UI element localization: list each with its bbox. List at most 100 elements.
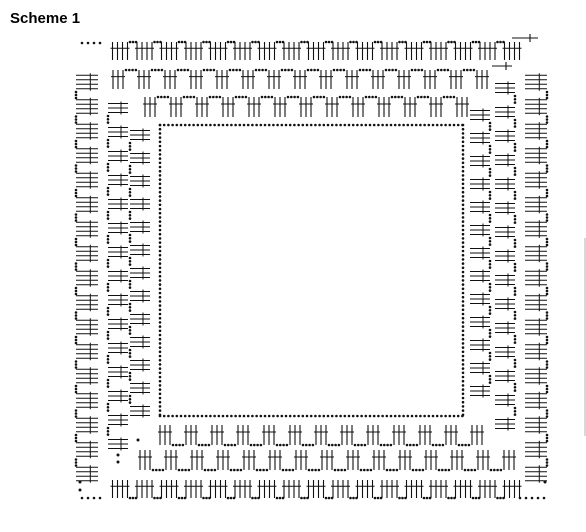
round2-chain-dot [358,68,362,72]
round4-chain-dot [431,414,435,418]
round4-chain-dot [158,220,162,223]
round2-chain-dot [513,173,517,176]
round4-chain-dot [461,371,465,375]
round1-chain-dot [180,40,184,44]
round1-chain-dot [545,121,549,124]
round4-chain-dot [263,414,267,418]
round4-chain-dot [158,283,162,286]
round1-chain-dot [131,496,135,500]
round3-chain-dot [488,190,492,194]
round2-chain-dot [513,262,517,266]
round3-chain-dot [488,148,492,151]
round4-chain-dot [461,346,465,349]
round2-chain-dot [258,68,261,72]
round4-chain-dot [461,165,465,169]
round1-chain-dot [545,289,549,293]
round4-chain-dot [461,169,465,173]
round1-chain-dot [530,496,534,500]
round1-chain-dot [275,40,279,44]
round2-chain-dot [106,406,110,409]
round4-chain-dot [251,123,254,127]
round2-chain-dot [186,68,190,72]
round4-chain-dot [158,211,162,215]
round2-chain-dot [238,68,242,72]
corner-chain-dot [543,480,547,484]
round4-chain-dot [246,123,250,127]
round4-chain-dot [461,342,465,345]
round3-chain-dot [390,95,394,99]
round4-chain-dot [217,123,221,127]
round4-chain-dot [158,358,162,362]
round4-chain-dot [158,186,162,190]
round4-chain-dot [158,161,162,165]
round2-chain-dot [462,68,466,72]
round3-chain-dot [128,329,132,332]
round3-chain-dot [267,95,270,99]
round1-chain-dot [545,96,549,100]
round1-chain-dot [74,341,78,345]
round3-chain-dot [156,95,160,99]
round3-chain-dot [331,443,334,447]
round3-chain-dot [128,210,132,214]
round1-chain-dot [86,496,90,500]
round2-chain-dot [155,468,158,472]
round2-chain-dot [440,68,443,72]
round1-chain-dot [74,292,78,296]
round2-chain-dot [513,358,517,362]
round2-chain-dot [106,138,110,142]
round2-chain-dot [415,468,418,472]
round4-chain-dot [414,414,418,418]
round1-chain-dot [545,464,549,467]
round1-chain-dot [545,335,549,339]
round4-chain-dot [158,140,162,144]
round2-chain-dot [157,68,160,72]
round3-chain-dot [305,443,308,447]
round2-chain-dot [106,330,110,334]
round2-chain-dot [436,68,440,72]
round3-chain-dot [488,332,492,335]
round4-chain-dot [423,414,426,418]
round3-chain-dot [488,266,492,269]
round4-chain-dot [213,123,216,127]
round1-chain-dot [545,213,549,216]
round1-chain-dot [518,496,522,500]
round4-chain-dot [347,414,351,418]
round1-chain-dot [545,409,549,412]
round3-chain-dot [128,260,132,263]
round3-chain-dot [128,348,132,352]
round3-chain-dot [264,95,267,99]
round4-chain-dot [461,379,465,383]
round2-chain-dot [106,142,110,145]
round4-chain-dot [158,400,162,404]
round4-chain-dot [162,414,166,418]
round3-chain-dot [488,309,492,312]
round4-chain-dot [158,237,162,240]
round4-chain-dot [461,153,465,156]
round2-chain-dot [106,385,110,388]
round4-chain-dot [461,140,465,144]
round4-chain-dot [393,414,397,418]
round1-chain-dot [74,360,78,363]
round4-chain-dot [259,123,263,127]
round1-chain-dot [545,170,549,173]
round1-chain-dot [153,40,156,44]
round4-chain-dot [167,123,170,127]
round2-chain-dot [391,68,394,72]
round3-chain-dot [457,443,461,447]
round4-chain-dot [322,123,326,127]
round2-chain-dot [106,241,110,244]
round1-chain-dot [545,387,549,391]
round1-chain-dot [545,243,549,247]
round4-chain-dot [351,123,355,127]
round4-chain-dot [322,414,326,418]
round2-chain-dot [362,68,365,72]
round1-chain-dot [545,191,549,195]
round3-chain-dot [488,259,492,263]
round4-chain-dot [225,123,229,127]
round3-chain-dot [238,95,241,99]
round4-chain-dot [158,312,162,316]
round4-chain-dot [461,316,465,320]
round2-chain-dot [513,197,517,200]
round4-chain-dot [179,414,183,418]
round4-chain-dot [225,414,229,418]
